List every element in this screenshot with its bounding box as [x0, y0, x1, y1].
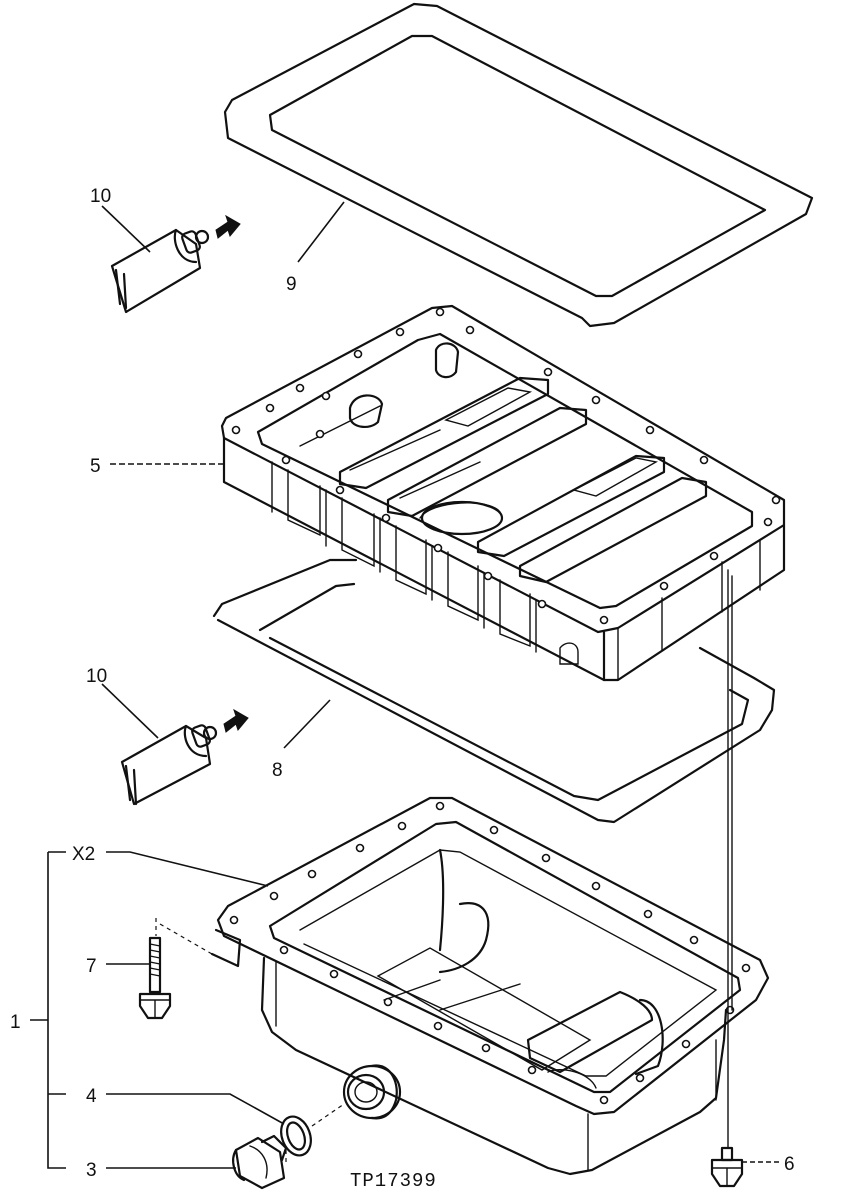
leader-lines: [30, 201, 780, 1169]
bolt-part-6: [710, 1146, 744, 1188]
sealant-tube-part-10-top: [110, 214, 241, 314]
bolt-part-7: [138, 918, 213, 1020]
callout-labels: 10 9 5 10 8 X2 7 1 4 3 6 TP17399: [10, 186, 795, 1192]
callout-3: 3: [86, 1160, 97, 1181]
callout-10-bottom: 10: [86, 666, 107, 687]
callout-7: 7: [86, 956, 97, 977]
callout-4: 4: [86, 1086, 97, 1107]
o-ring-part-4: [280, 1103, 345, 1157]
callout-5: 5: [90, 456, 101, 477]
lower-gasket-part-8: [212, 558, 776, 824]
drain-plug-part-3: [232, 1134, 288, 1190]
callout-9: 9: [286, 274, 297, 295]
drain-boss: [342, 1064, 402, 1120]
pan-spacer-part-5: [220, 304, 786, 682]
callout-10-top: 10: [90, 186, 111, 207]
figure-code: TP17399: [350, 1170, 437, 1192]
upper-gasket-part-9: [223, 2, 814, 328]
callout-8: 8: [272, 760, 283, 781]
oil-pan-bolt-holes: [229, 801, 751, 1105]
sealant-tube-part-10-bottom: [120, 708, 249, 806]
callout-6: 6: [784, 1154, 795, 1175]
callout-1: 1: [10, 1012, 21, 1033]
callout-x2: X2: [72, 844, 95, 865]
spacer-bolt-holes: [231, 307, 781, 625]
oil-pan-part-1: [210, 796, 770, 1176]
